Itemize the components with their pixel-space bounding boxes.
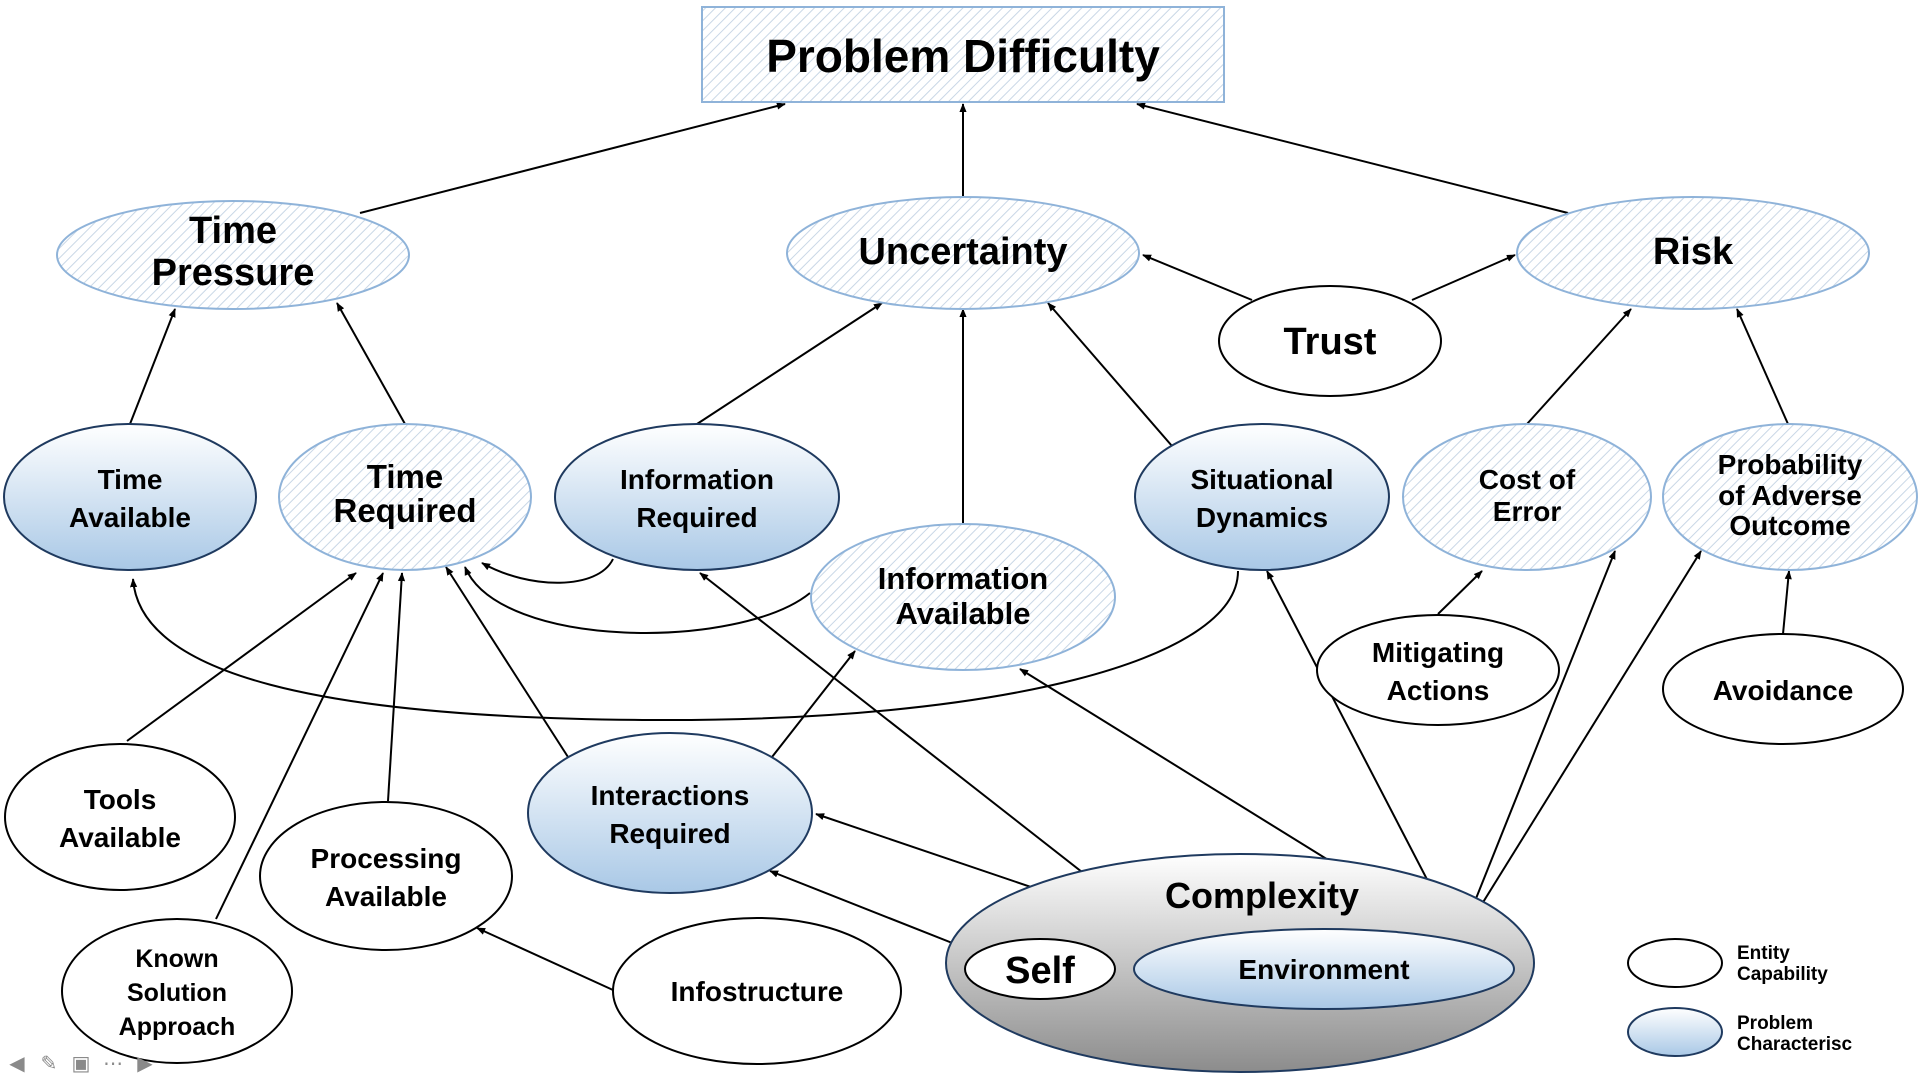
edge-avoidance-probability (1782, 570, 1792, 635)
node-information-required: Information Required (554, 423, 840, 571)
svg-text:Time: Time (189, 210, 277, 252)
node-label: Complexity (1165, 875, 1359, 916)
node-information-available: Information Available (810, 523, 1116, 671)
node-label: Time (98, 464, 163, 495)
svg-text:Pressure: Pressure (152, 252, 315, 294)
node-tools-available: Tools Available (4, 743, 236, 891)
node-label: Avoidance (1713, 675, 1854, 706)
node-label: Information (878, 561, 1049, 596)
node-label: Error (1493, 496, 1562, 527)
edge-trust-risk (1411, 254, 1516, 301)
node-uncertainty: Uncertainty (786, 196, 1140, 310)
node-label: Uncertainty (858, 231, 1067, 273)
edge-mitigating-costoferror (1437, 570, 1483, 615)
edge-infoavailable-timerequired (464, 566, 811, 634)
edge-timepressure-difficulty (359, 102, 786, 214)
legend-problem-characteristic: Problem Characterisc (1627, 1007, 1853, 1057)
page-title: Problem Difficulty (766, 30, 1160, 82)
node-label: Available (59, 822, 181, 853)
edge-interactions-timerequired (445, 566, 569, 758)
node-mitigating-actions: Mitigating Actions (1316, 614, 1560, 726)
node-label: Interactions (591, 780, 750, 811)
node-label: Actions (1387, 675, 1490, 706)
pen-icon[interactable]: ✎ (40, 1051, 58, 1075)
node-time-required: Time Required (278, 423, 532, 571)
edge-tools-timerequired (126, 572, 357, 742)
edge-situational-uncertainty (1047, 302, 1173, 447)
more-icon[interactable]: ⋯ (103, 1051, 123, 1075)
legend-label: Capability (1737, 964, 1828, 985)
node-label: Risk (1653, 231, 1734, 273)
node-label: Pressure (152, 252, 315, 294)
node-label: Solution (127, 979, 227, 1007)
node-time-available: Time Available (3, 423, 257, 571)
node-label: Cost of (1479, 464, 1576, 495)
slides-icon[interactable]: ▣ (71, 1051, 91, 1075)
edge-situational-timeavailable (130, 570, 1239, 722)
node-label: Dynamics (1196, 502, 1328, 533)
node-label: Time (367, 458, 443, 495)
edge-self-interactions (769, 870, 971, 951)
node-label: Trust (1284, 321, 1377, 363)
edge-processing-timerequired (387, 572, 406, 802)
node-label: Required (636, 502, 757, 533)
node-label: Situational (1190, 464, 1333, 495)
node-self: Self (964, 938, 1116, 1000)
edge-timeavailable-timepressure (129, 308, 176, 425)
node-time-pressure: Time Pressure (56, 200, 410, 310)
node-label: Processing (311, 843, 462, 874)
node-cost-of-error: Cost of Error (1402, 423, 1652, 571)
legend-label: Problem (1737, 1013, 1813, 1034)
node-infostructure: Infostructure (612, 917, 902, 1065)
node-risk: Risk (1516, 196, 1870, 310)
legend-entity-capability: Entity Capability (1627, 938, 1828, 988)
node-probability-adverse-outcome: Probability of Adverse Outcome (1662, 423, 1918, 571)
node-situational-dynamics: Situational Dynamics (1134, 423, 1390, 571)
edge-trust-uncertainty (1142, 254, 1253, 301)
edge-interactions-infoavailable (771, 650, 856, 758)
node-label: Tools (84, 784, 157, 815)
node-label: Information (620, 464, 774, 495)
forward-arrow-icon[interactable]: ▶ (137, 1051, 153, 1075)
node-label: Required (609, 818, 730, 849)
node-label: of Adverse (1718, 480, 1862, 511)
node-processing-available: Processing Available (259, 801, 513, 951)
node-label: Time (189, 210, 277, 252)
edge-inforequired-uncertainty (696, 302, 883, 425)
edge-environment-costoferror (1458, 550, 1616, 942)
edge-risk-difficulty (1136, 102, 1569, 214)
node-label: Mitigating (1372, 637, 1504, 668)
edge-environment-probability (1458, 550, 1702, 942)
node-label: Approach (119, 1013, 236, 1041)
node-interactions-required: Interactions Required (527, 732, 813, 894)
edge-timerequired-timepressure (336, 302, 406, 425)
node-label: Probability (1718, 449, 1863, 480)
node-label: Required (333, 492, 476, 529)
legend: Entity Capability Problem Characterisc (1627, 938, 1853, 1057)
back-arrow-icon[interactable]: ◀ (9, 1051, 25, 1075)
node-label: Infostructure (671, 976, 844, 1007)
node-label: Available (896, 596, 1031, 631)
legend-label: Characterisc (1737, 1034, 1853, 1055)
node-known-solution-approach: Known Solution Approach (61, 918, 293, 1064)
edge-probability-risk (1736, 308, 1789, 425)
edge-infostructure-processing (476, 927, 614, 991)
node-label: Environment (1238, 954, 1409, 985)
node-avoidance: Avoidance (1662, 633, 1904, 745)
edge-inforequired-timerequired (481, 558, 614, 584)
node-trust: Trust (1218, 285, 1442, 397)
node-environment: Environment (1133, 928, 1515, 1010)
legend-label: Entity (1737, 943, 1790, 964)
slide-navigation: ◀ ✎ ▣ ⋯ ▶ (4, 1050, 158, 1076)
node-label: Available (69, 502, 191, 533)
edge-known-timerequired (215, 572, 384, 920)
problem-difficulty-box: Problem Difficulty (701, 6, 1225, 103)
node-label: Known (135, 945, 218, 973)
edge-costoferror-risk (1526, 308, 1632, 425)
node-label: Outcome (1729, 510, 1850, 541)
node-label: Self (1005, 950, 1075, 992)
node-label: Available (325, 881, 447, 912)
